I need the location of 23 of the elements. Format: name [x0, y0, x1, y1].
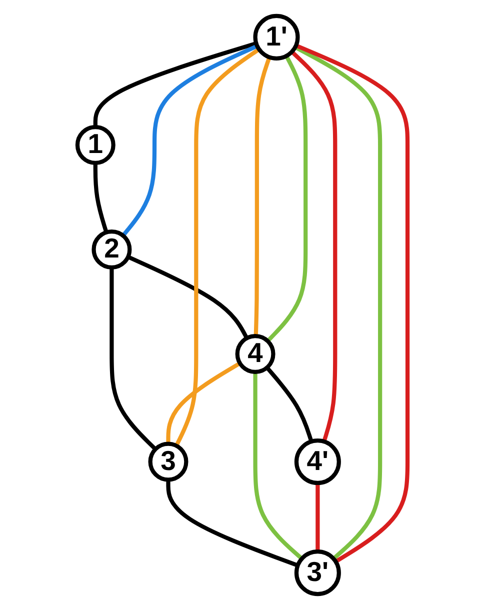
- connector: [166, 480, 299, 568]
- connector: [253, 372, 304, 560]
- node-circle: 3': [294, 550, 341, 596]
- node-circle: 1: [75, 124, 116, 165]
- connector: [294, 45, 382, 560]
- connector: [166, 361, 241, 444]
- node-circle: 3: [148, 442, 188, 482]
- connector: [93, 162, 108, 233]
- connector: [266, 55, 308, 342]
- connector: [110, 267, 157, 451]
- connector: [290, 50, 338, 442]
- node-circle: 4': [294, 438, 341, 486]
- connector: [254, 56, 272, 336]
- connector: [174, 48, 260, 447]
- node-circle: 1': [253, 14, 300, 60]
- connector: [121, 44, 258, 237]
- node-circle: 2: [92, 229, 132, 270]
- connector: [93, 41, 257, 128]
- connector: [127, 254, 249, 340]
- connector: [265, 366, 314, 442]
- connector: [316, 482, 320, 552]
- node-circle: 4: [235, 334, 276, 374]
- connector: [295, 44, 410, 564]
